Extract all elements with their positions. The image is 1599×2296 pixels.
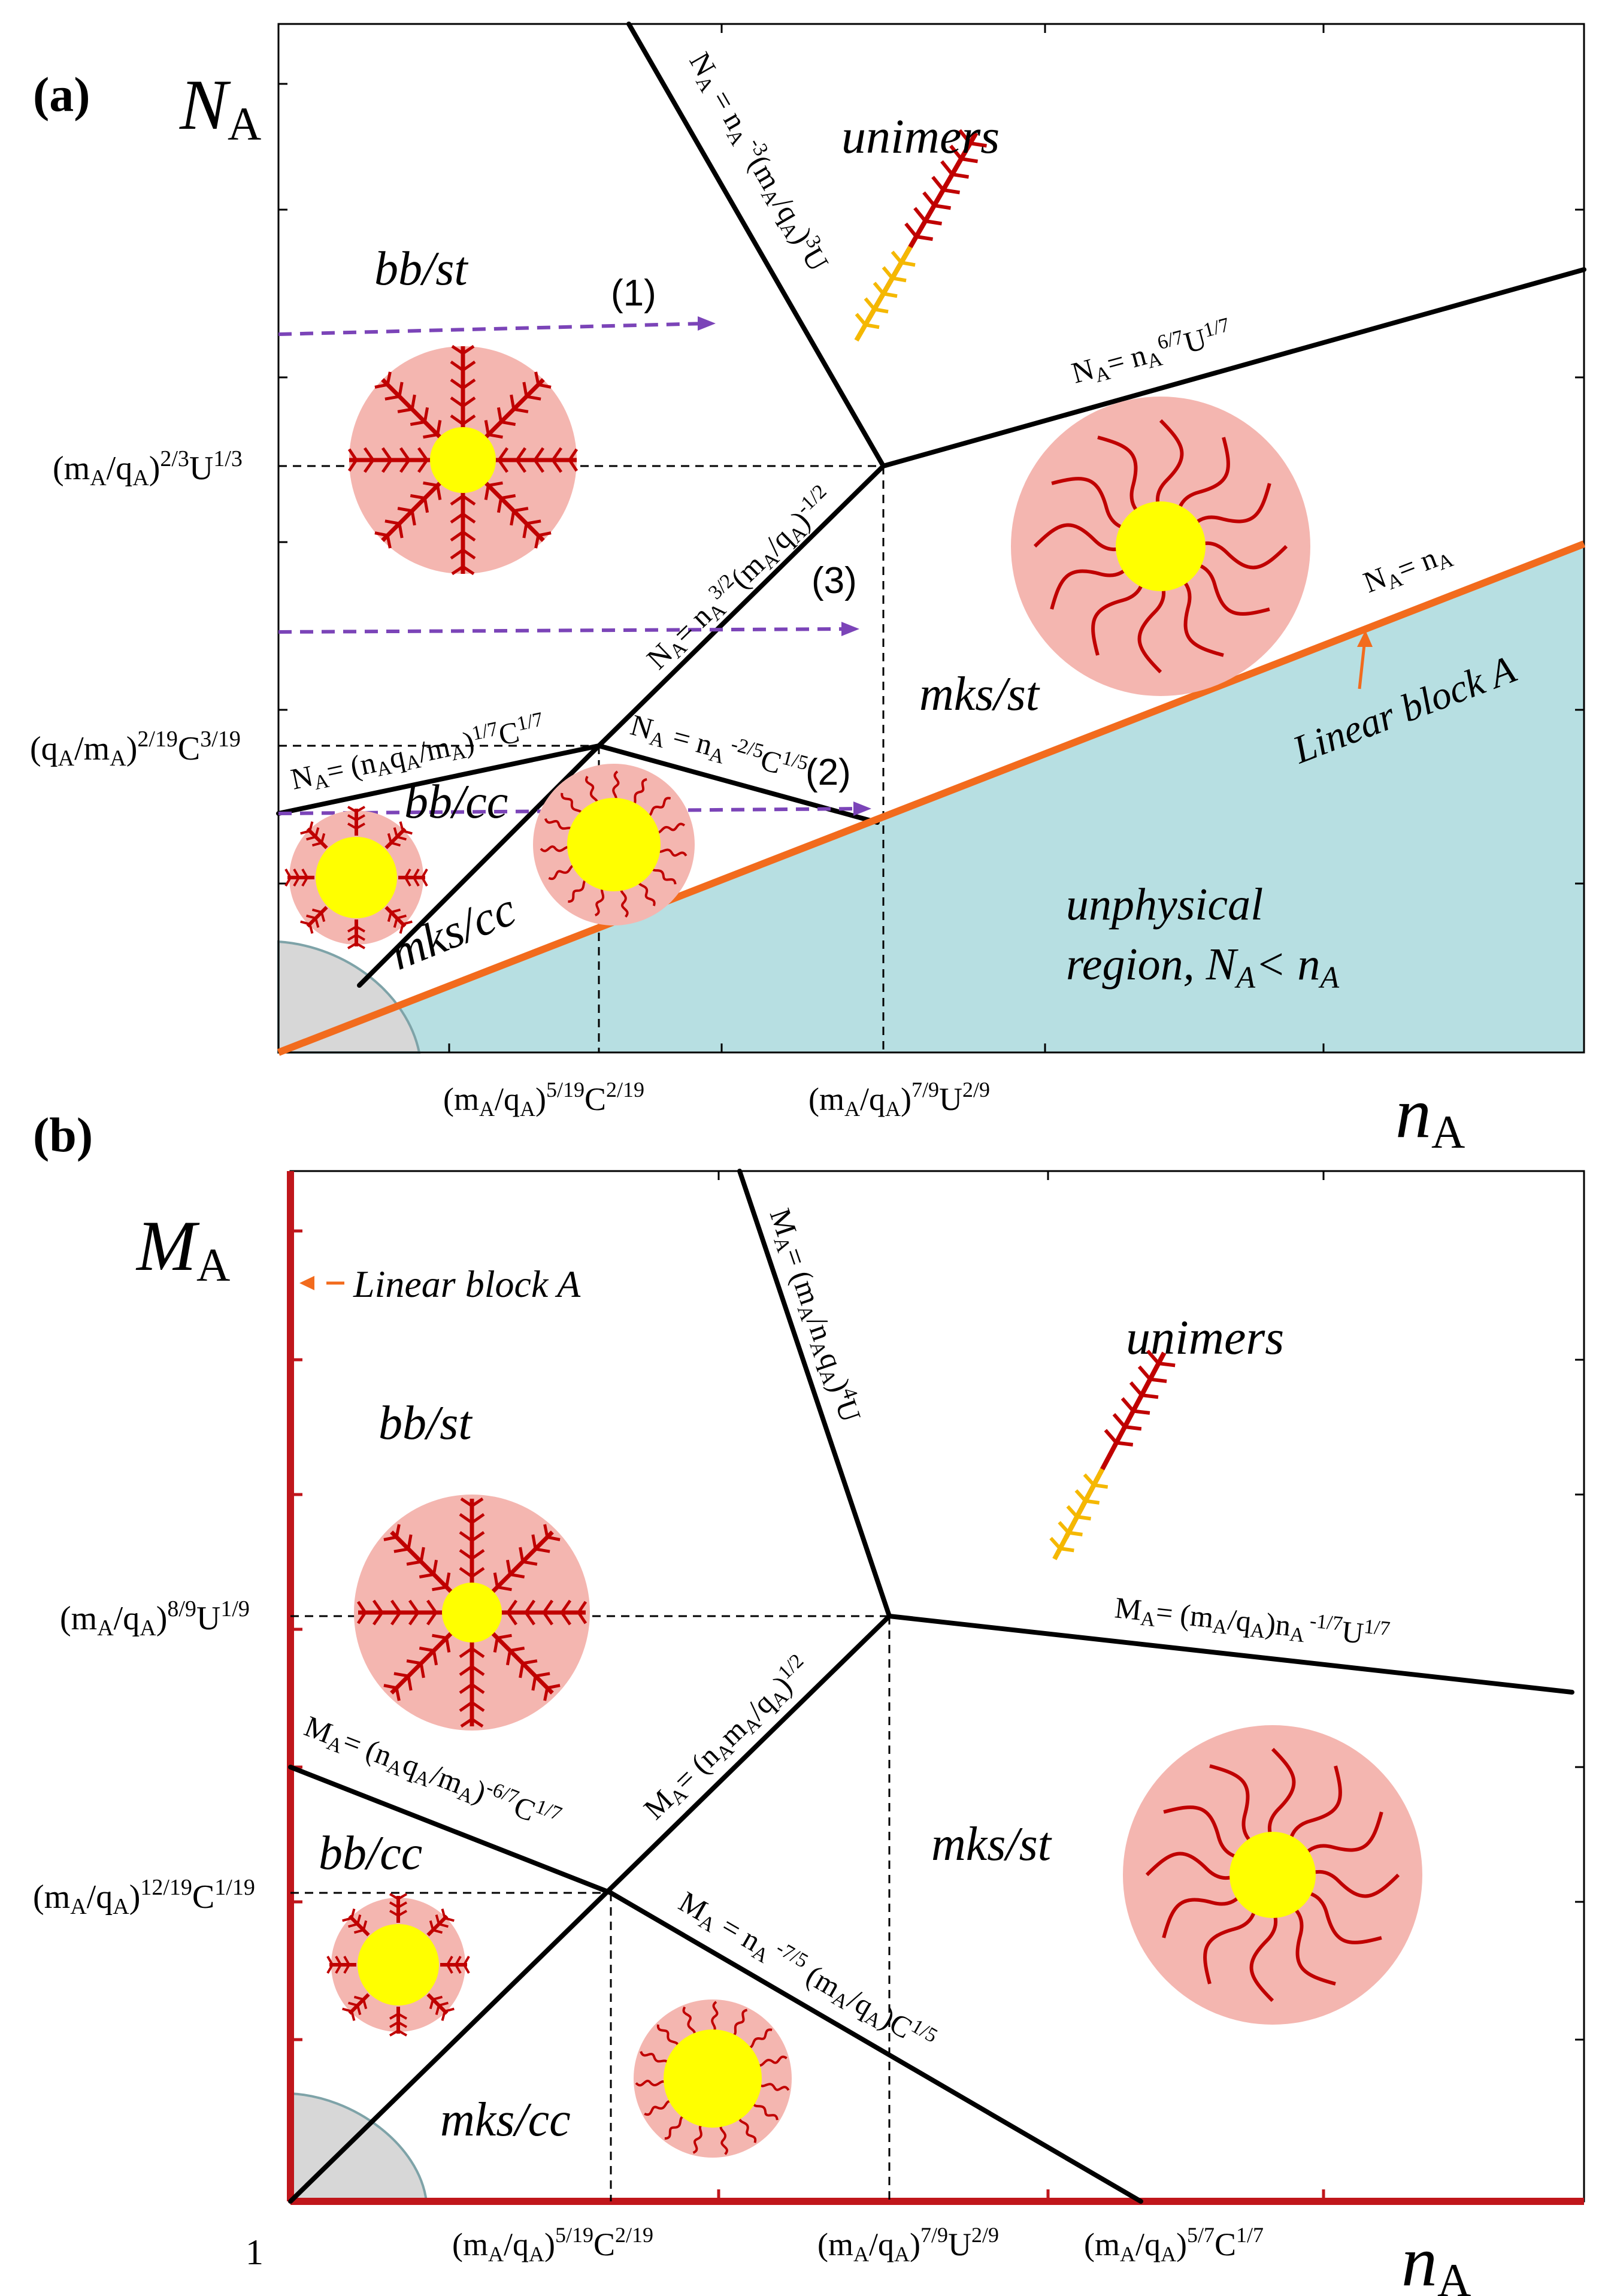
unimer-molecule-a xyxy=(854,129,987,342)
panel-b-x-ticks xyxy=(717,2189,1325,2201)
panel-a: (a) NA nA unimers bb/st bb/cc mks/st mks… xyxy=(30,22,1586,1158)
linear-block-b-label: Linear block A xyxy=(353,1263,581,1305)
label-linear-a: NA= nA xyxy=(1359,536,1456,602)
boundary-unimer-steep-b xyxy=(737,1169,892,1619)
label-st-cc-left-a: NA= (nAqA/mA)1/7C1/7 xyxy=(287,708,548,798)
micelle-mks-st-a xyxy=(1011,397,1310,696)
panel-a-y-axis: NA xyxy=(179,65,261,150)
panel-b-x-axis: nA xyxy=(1401,2221,1471,2296)
panel-b-xtick-1: (mA/qA)5/19C2/19 xyxy=(452,2223,653,2266)
micelle-mks-cc-a xyxy=(533,764,695,925)
panel-a-ytick-1: (mA/qA)2/3U1/3 xyxy=(53,446,243,491)
micelle-bb-cc-b xyxy=(328,1894,469,2035)
region-mks-cc-b: mks/cc xyxy=(440,2094,571,2146)
panel-a-boundaries xyxy=(276,22,1586,988)
region-bb-cc-a: bb/cc xyxy=(404,776,508,828)
micelle-mks-st-b xyxy=(1123,1725,1422,2025)
region-unimers-b: unimers xyxy=(1126,1310,1284,1365)
panel-b-ytick-2: (mA/qA)12/19C1/19 xyxy=(33,1875,255,1919)
panel-b-right-ticks xyxy=(717,1171,1584,2041)
label-unimer-shallow-a: NA= nA6/7U1/7 xyxy=(1068,314,1236,393)
boundary-unimer-shallow xyxy=(881,267,1586,468)
label-unimer-steep-a: NA = nA -3(mA/qA)3U xyxy=(680,46,836,279)
linear-block-a-line xyxy=(277,540,1586,1056)
label-bb-mks-b: MA= (nAmA/qA)1/2 xyxy=(636,1650,819,1828)
unphysical-label-line1: unphysical xyxy=(1066,879,1263,930)
boundary-st-cc-left xyxy=(276,743,601,816)
arrow-2-label: (2) xyxy=(805,752,851,793)
unphysical-label-line2: region, NA< nA xyxy=(1066,939,1339,995)
panel-b-label: (b) xyxy=(33,1108,93,1162)
label-st-cc-right-a: NA = nA -2/5C1/5 xyxy=(626,707,811,790)
linear-block-pointer-head xyxy=(1357,630,1373,647)
micelle-bb-st-b xyxy=(354,1495,590,1731)
linear-block-b-pointer-head xyxy=(299,1276,314,1290)
region-unimers-a: unimers xyxy=(841,109,1000,164)
panel-b: (b) MA nA 1 Linear block A unimers bb/st… xyxy=(33,1108,1585,2296)
arrow-3-head xyxy=(841,622,859,636)
panel-a-xtick-1: (mA/qA)5/19C2/19 xyxy=(443,1078,644,1121)
panel-a-ytick-2: (qA/mA)2/19C3/19 xyxy=(30,727,241,771)
boundary-st-cc-right-b xyxy=(608,1890,1143,2204)
origin-gray-region-b xyxy=(289,2092,428,2203)
arrow-2-head xyxy=(853,801,871,816)
region-bb-st-b: bb/st xyxy=(378,1397,473,1450)
micelle-mks-cc-b xyxy=(634,1999,792,2158)
panel-a-x-axis: nA xyxy=(1395,1073,1465,1158)
region-bb-st-a: bb/st xyxy=(374,243,468,295)
boundary-bb-mks-upper xyxy=(596,464,886,748)
arrow-1-head xyxy=(698,316,716,331)
panel-b-ytick-1: (mA/qA)8/9U1/9 xyxy=(60,1596,250,1641)
panel-a-label: (a) xyxy=(33,67,90,122)
panel-a-frame xyxy=(277,23,1585,1054)
panel-a-x-ticks xyxy=(448,24,1325,1052)
boundary-bb-mks-b xyxy=(288,1614,892,2204)
region-mks-st-b: mks/st xyxy=(931,1818,1052,1871)
panel-a-xtick-2: (mA/qA)7/9U2/9 xyxy=(808,1078,990,1121)
boundary-st-cc-left-b xyxy=(288,1765,613,1895)
micelle-bb-cc-a xyxy=(286,807,427,948)
unimer-molecule-b xyxy=(1049,1350,1176,1560)
boundary-unimer-shallow-b xyxy=(887,1614,1574,1695)
boundary-st-cc-right xyxy=(596,743,880,825)
panel-a-y-ticks xyxy=(278,83,1584,885)
panel-b-y-ticks xyxy=(290,1229,302,2041)
panel-b-xtick-2: (mA/qA)7/9U2/9 xyxy=(817,2223,999,2266)
panel-b-y-axis: MA xyxy=(135,1206,230,1291)
micelle-bb-st-a xyxy=(349,346,577,574)
panel-b-guides xyxy=(290,1615,891,2201)
label-unimer-shallow-b: MA= (mA/qA)nA -1/7U1/7 xyxy=(1113,1589,1391,1656)
arrow-1 xyxy=(278,322,707,336)
arrow-1-label: (1) xyxy=(611,273,656,314)
arrow-3-label: (3) xyxy=(811,560,857,601)
boundary-unimer-steep xyxy=(626,22,886,468)
arrow-3 xyxy=(278,627,851,634)
region-bb-cc-b: bb/cc xyxy=(319,1827,422,1880)
region-mks-st-a: mks/st xyxy=(919,668,1040,721)
panel-b-origin-label: 1 xyxy=(246,2233,264,2272)
panel-b-xtick-3: (mA/qA)5/7C1/7 xyxy=(1084,2223,1264,2266)
panel-b-boundaries xyxy=(288,1169,1574,2204)
